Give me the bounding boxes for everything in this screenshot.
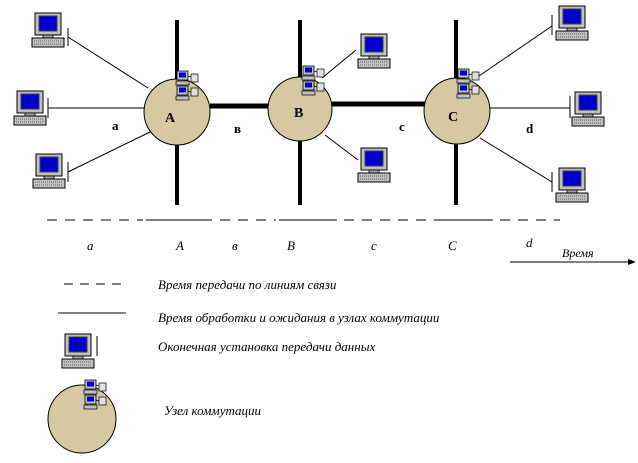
link-label-d: d <box>526 121 534 136</box>
terminal-computer-icon <box>357 33 391 69</box>
link-label-c: c <box>399 119 405 134</box>
line-b-pc4 <box>321 49 357 79</box>
terminal-computer-icon <box>13 90 47 126</box>
legend-terminal-text: Оконечная установка передачи данных <box>158 339 376 354</box>
timeline-label-d: d <box>526 235 533 250</box>
node-label-b: B <box>294 106 303 121</box>
timeline-label-A: A <box>175 238 184 253</box>
terminal-computer-icon <box>31 12 65 48</box>
terminal-computer-icon <box>555 5 589 41</box>
time-axis-label: Время <box>562 246 594 260</box>
timeline-label-C: C <box>448 238 457 253</box>
timeline-label-v: в <box>232 238 238 253</box>
line-c-pc8 <box>479 137 553 183</box>
timeline-label-a: a <box>87 238 94 253</box>
line-b-pc5 <box>324 134 359 161</box>
legend-node-text: Узел коммутации <box>164 403 262 418</box>
link-label-a: a <box>112 118 119 133</box>
legend-solid-text: Время обработки и ожидания в узлах комму… <box>158 310 440 325</box>
node-label-a: A <box>165 111 176 126</box>
legend-node-circle <box>47 384 117 454</box>
terminal-computer-icon <box>357 147 391 183</box>
timeline-label-B: B <box>287 238 295 253</box>
timeline-label-c: c <box>371 238 377 253</box>
switching-node-c: C <box>423 68 491 145</box>
node-label-c: C <box>448 110 458 125</box>
terminal-computer-icon <box>32 153 66 189</box>
switching-node-b: B <box>267 65 333 142</box>
line-pc3-a <box>67 131 151 173</box>
line-pc1-a <box>67 36 149 89</box>
terminal-computer-icon <box>571 91 605 127</box>
time-axis-arrowhead <box>628 259 636 265</box>
link-label-v: в <box>234 121 241 136</box>
line-c-pc6 <box>475 25 553 79</box>
legend-dashed-text: Время передачи по линиям связи <box>158 277 337 292</box>
switching-node-a: A <box>143 70 211 146</box>
terminal-computer-icon <box>555 167 589 203</box>
legend: Время передачи по линиям связи Время обр… <box>47 277 440 454</box>
legend-terminal-icon <box>61 333 95 369</box>
